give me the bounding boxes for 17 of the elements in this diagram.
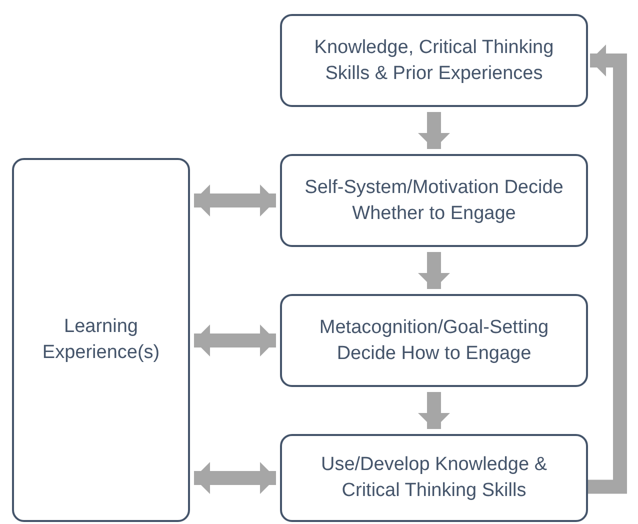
block-arrow xyxy=(194,324,276,356)
box-label: Self-System/Motivation Decide Whether to Engage xyxy=(304,176,564,226)
box-label: Knowledge, Critical Thinking Skills & Prior Experiences xyxy=(313,36,555,86)
process-box xyxy=(12,158,190,522)
block-arrow xyxy=(588,44,627,494)
process-box xyxy=(280,294,588,387)
block-arrow xyxy=(418,392,450,429)
box-label: Use/Develop Knowledge & Critical Thinking Skills xyxy=(320,453,548,503)
block-arrow xyxy=(194,462,276,494)
block-arrow xyxy=(418,252,450,289)
process-box xyxy=(280,14,588,107)
block-arrow xyxy=(194,184,276,216)
process-box xyxy=(280,434,588,522)
block-arrow xyxy=(418,112,450,149)
box-label: Learning Experience(s) xyxy=(41,315,161,365)
box-label: Metacognition/Goal-Setting Decide How to Engage xyxy=(318,316,550,366)
process-box xyxy=(280,154,588,247)
